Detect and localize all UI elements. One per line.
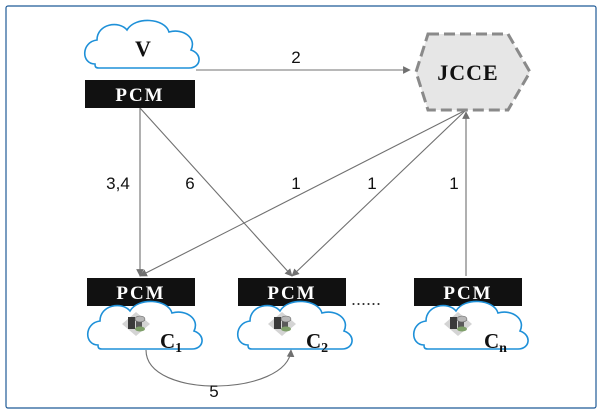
edge-label-jcce-to-c1: 1 [291, 174, 300, 193]
node-c1-pcm-label: PCM [116, 283, 165, 304]
node-v-pcm-box [85, 80, 195, 108]
node-c1: PCM C1 [86, 278, 203, 356]
node-v-label: V [135, 36, 151, 61]
edge-label-v-to-c2: 6 [185, 174, 194, 193]
node-c1-pcm-box [87, 278, 195, 306]
edge-label-v-to-jcce: 2 [291, 48, 300, 67]
edge-label-c1-to-c2: 5 [209, 382, 218, 401]
dashed-jcce-shape [414, 32, 532, 112]
edge-v-to-c2 [139, 107, 293, 277]
node-c2-pcm-box [238, 278, 346, 306]
edge-jcce-to-c2 [291, 109, 467, 277]
server-icon [268, 312, 296, 336]
node-cn-label: Cn [484, 329, 507, 356]
edge-c1-to-c2 [145, 349, 295, 387]
node-c2-label: C2 [306, 329, 328, 356]
edge-label-v-to-c1: 3,4 [106, 174, 130, 193]
node-jcce-label: JCCE [437, 60, 498, 85]
edges [136, 66, 470, 387]
server-icon [444, 312, 472, 336]
node-v: V PCM [83, 19, 200, 108]
node-cn-pcm-box [414, 278, 522, 306]
edge-labels: 2 3,4 6 1 1 1 5 [106, 48, 459, 401]
server-icon [122, 312, 150, 336]
node-cn: PCM Cn [412, 278, 529, 356]
node-jcce: JCCE [414, 32, 532, 112]
node-c2-pcm-label: PCM [267, 283, 316, 304]
edge-jcce-to-c1 [139, 109, 467, 277]
node-c1-label: C1 [160, 329, 182, 356]
edge-label-cn-to-jcce: 1 [449, 174, 458, 193]
node-cn-pcm-label: PCM [443, 283, 492, 304]
node-c2: PCM C2 [236, 278, 353, 356]
ellipsis: ...... [351, 289, 381, 309]
node-v-pcm-label: PCM [115, 85, 164, 106]
edge-label-jcce-to-c2: 1 [367, 174, 376, 193]
